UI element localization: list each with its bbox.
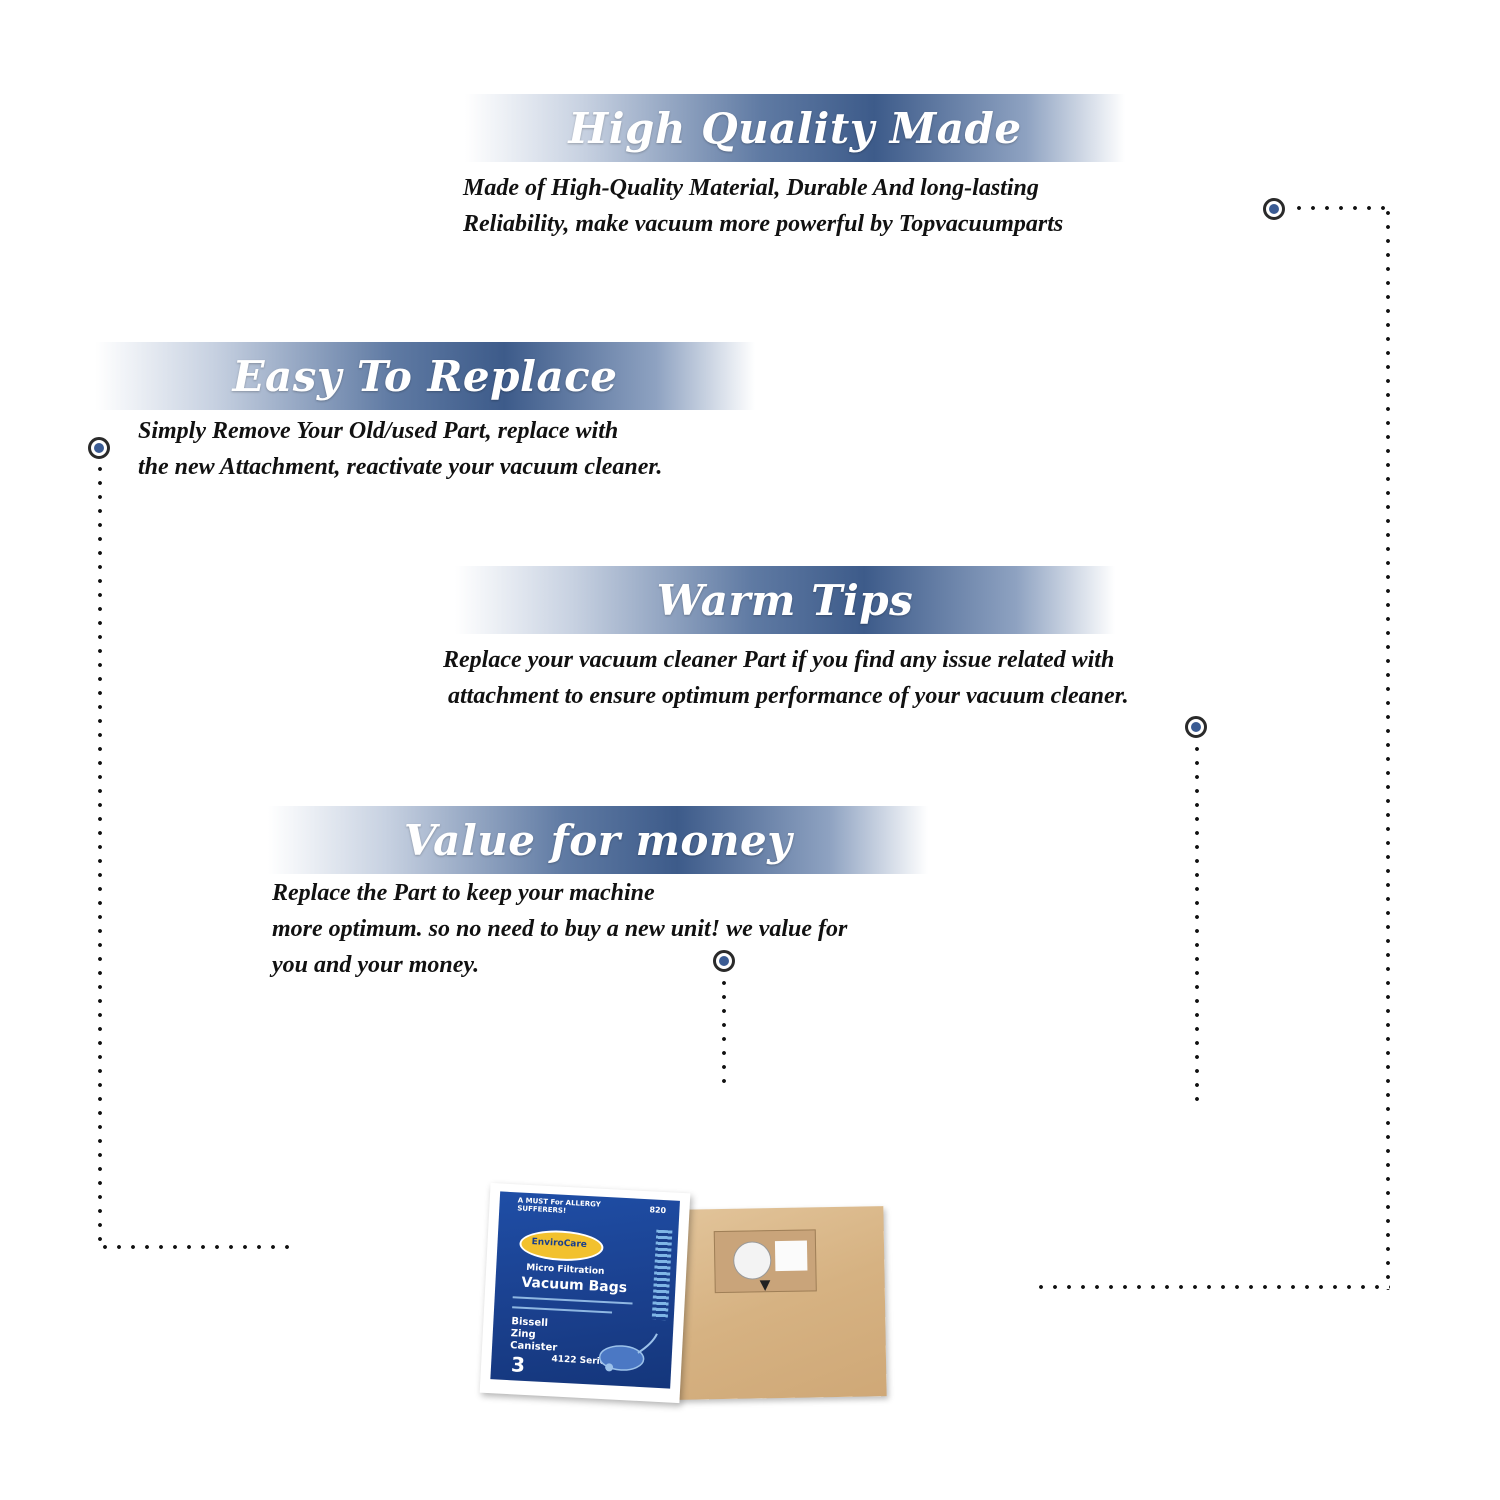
section-banner-high-quality: High Quality Made [465, 94, 1125, 162]
section-description: Replace the Part to keep your machine mo… [272, 875, 847, 983]
dotted-connector-line [98, 1245, 298, 1249]
product-image: ▼ A MUST For ALLERGY SUFFERERS! 820 Envi… [479, 1182, 895, 1404]
dotted-connector-line [98, 462, 102, 1250]
package-divider [512, 1296, 633, 1305]
package-front: A MUST For ALLERGY SUFFERERS! 820 Enviro… [490, 1191, 680, 1389]
description-line: Made of High-Quality Material, Durable A… [463, 175, 1039, 201]
bag-count: 3 [510, 1352, 526, 1377]
section-title: High Quality Made [568, 103, 1022, 153]
dotted-connector-line [1195, 742, 1199, 1108]
description-line: Reliability, make vacuum more powerful b… [463, 211, 1064, 237]
fits-model: Zing [510, 1328, 536, 1341]
description-line: you and your money. [272, 952, 480, 978]
dotted-connector-line [1292, 206, 1388, 210]
package-divider [512, 1306, 613, 1314]
description-line: Replace your vacuum cleaner Part if you … [443, 647, 1115, 673]
description-line: Replace the Part to keep your machine [272, 880, 655, 906]
brand-logo: EnviroCare [518, 1228, 605, 1263]
dotted-connector-line [722, 976, 726, 1092]
description-line: Simply Remove Your Old/used Part, replac… [138, 418, 619, 444]
description-line: attachment to ensure optimum performance… [448, 683, 1129, 709]
connector-marker-icon [713, 950, 735, 972]
section-description: Made of High-Quality Material, Durable A… [463, 170, 1063, 242]
arrow-down-icon: ▼ [759, 1277, 771, 1294]
canister-vacuum-icon [598, 1333, 658, 1372]
section-title: Easy To Replace [232, 351, 618, 401]
description-line: more optimum. so no need to buy a new un… [272, 916, 848, 942]
product-name: Vacuum Bags [521, 1274, 628, 1297]
section-banner-value-money: Value for money [268, 806, 928, 874]
section-title: Value for money [403, 815, 793, 865]
fits-brand: Bissell [511, 1316, 549, 1330]
paper-vacuum-bag: ▼ [673, 1206, 887, 1400]
package-stripes [651, 1229, 673, 1321]
section-banner-warm-tips: Warm Tips [455, 566, 1115, 634]
bag-collar: ▼ [713, 1229, 817, 1294]
connector-marker-icon [1263, 198, 1285, 220]
bag-intake-hole [732, 1241, 772, 1280]
description-line: the new Attachment, reactivate your vacu… [138, 454, 663, 480]
brand-name: EnviroCare [531, 1237, 588, 1251]
dotted-connector-line [1386, 206, 1390, 1290]
product-package: A MUST For ALLERGY SUFFERERS! 820 Enviro… [479, 1182, 691, 1404]
package-number: 820 [649, 1205, 667, 1216]
section-description: Simply Remove Your Old/used Part, replac… [138, 413, 662, 485]
connector-marker-icon [88, 437, 110, 459]
section-description: Replace your vacuum cleaner Part if you … [443, 642, 1129, 714]
section-banner-easy-replace: Easy To Replace [95, 342, 755, 410]
package-header: A MUST For ALLERGY SUFFERERS! [517, 1196, 601, 1215]
dotted-connector-line [1034, 1285, 1390, 1289]
section-title: Warm Tips [656, 575, 914, 625]
bag-tab [774, 1240, 808, 1272]
connector-marker-icon [1185, 716, 1207, 738]
